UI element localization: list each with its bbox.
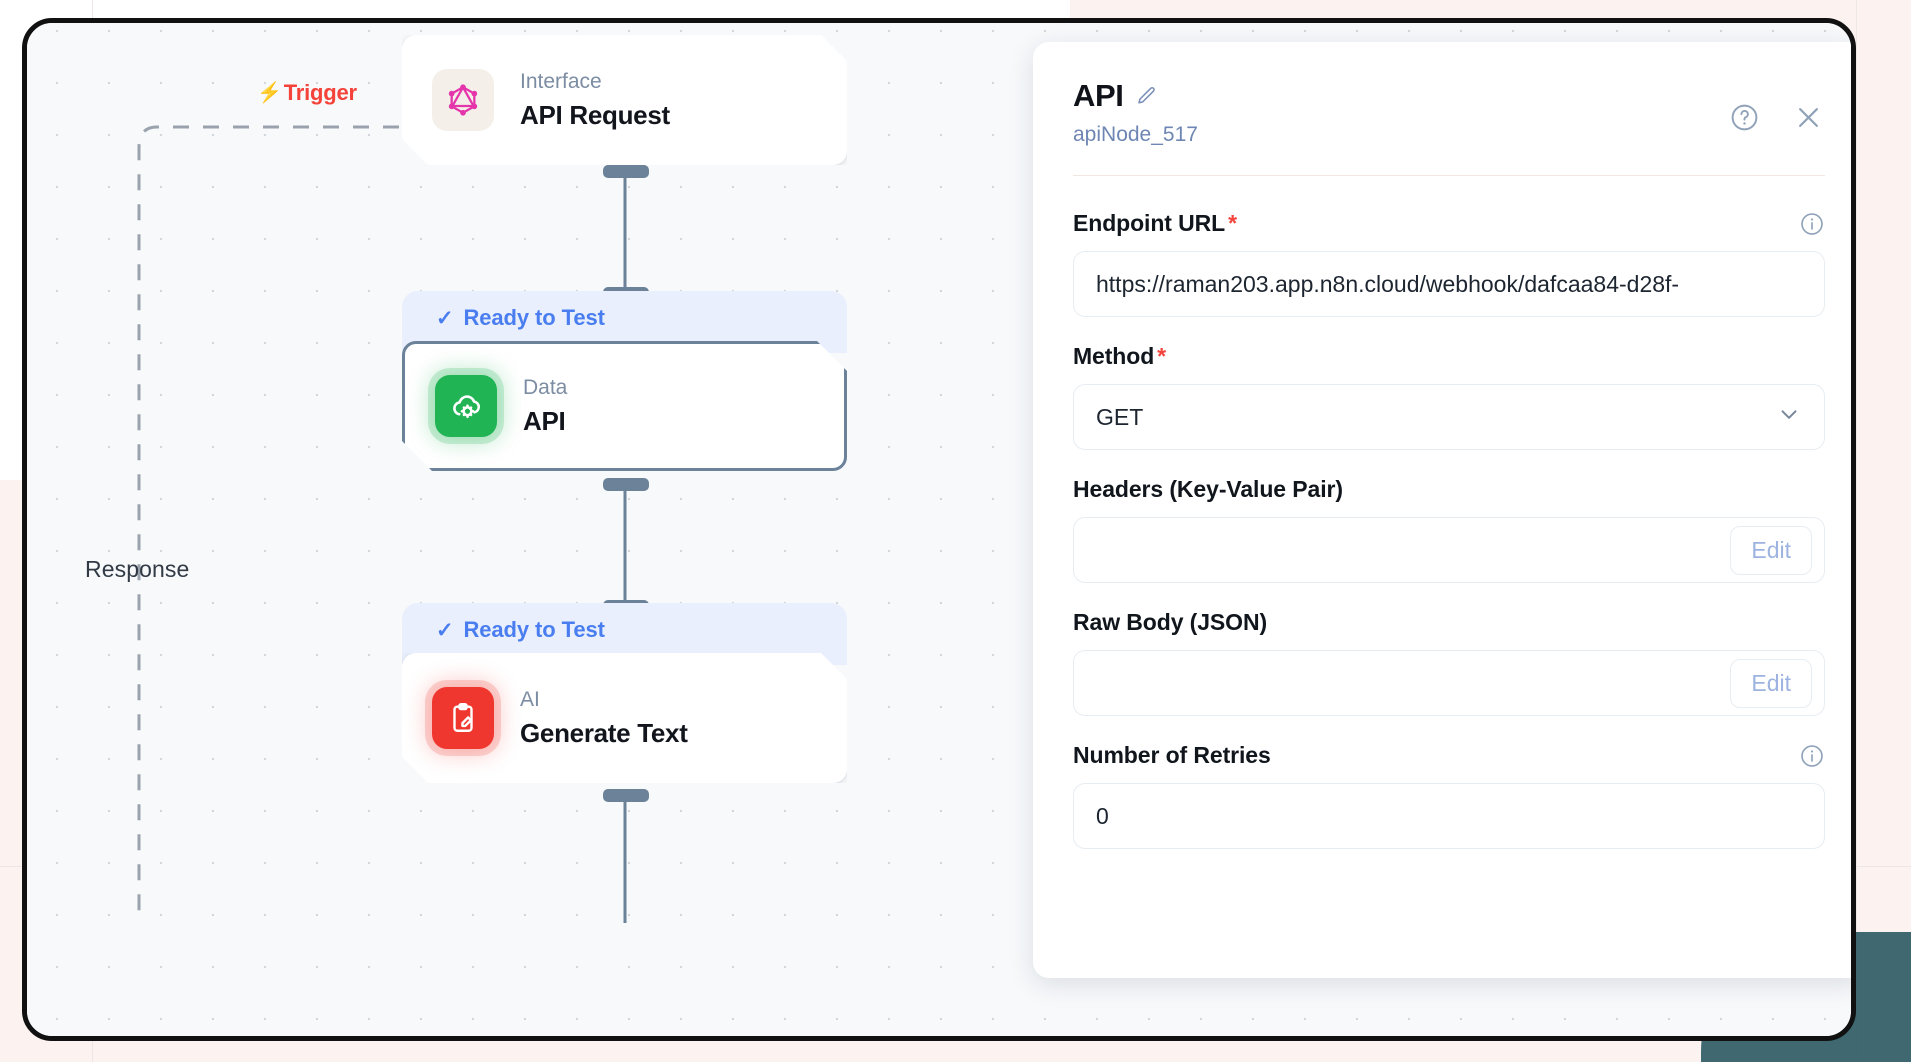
- method-label-text: Method: [1073, 343, 1155, 369]
- node-api[interactable]: ✓ Ready to Test Data API: [402, 291, 847, 471]
- required-marker: *: [1157, 343, 1167, 369]
- node-title-label: Generate Text: [520, 717, 688, 748]
- method-select[interactable]: GET: [1073, 384, 1825, 450]
- check-icon: ✓: [436, 306, 454, 330]
- lightning-bolt-icon: ⚡: [257, 82, 282, 104]
- clipboard-pencil-icon: [432, 687, 494, 749]
- field-endpoint-url: Endpoint URL* https://raman203.app.n8n.c…: [1073, 210, 1825, 317]
- node-status-text: Ready to Test: [463, 617, 605, 642]
- endpoint-url-label: Endpoint URL*: [1073, 210, 1237, 237]
- headers-label: Headers (Key-Value Pair): [1073, 476, 1343, 502]
- backdrop-divider-vertical-right: [1856, 0, 1857, 1062]
- check-icon: ✓: [436, 618, 454, 642]
- raw-body-edit-button[interactable]: Edit: [1730, 658, 1812, 708]
- method-label: Method*: [1073, 343, 1166, 370]
- panel-body: Endpoint URL* https://raman203.app.n8n.c…: [1073, 176, 1825, 849]
- raw-body-input[interactable]: Edit: [1073, 650, 1825, 716]
- node-text: Interface API Request: [520, 70, 670, 131]
- field-label-row: Number of Retries: [1073, 742, 1825, 769]
- panel-header-actions: [1727, 100, 1825, 134]
- panel-title-row: API: [1073, 78, 1825, 114]
- node-properties-panel: API apiNode_517: [1033, 42, 1851, 978]
- node-kind-label: AI: [520, 687, 540, 711]
- field-label-row: Endpoint URL*: [1073, 210, 1825, 237]
- field-retries: Number of Retries 0: [1073, 742, 1825, 849]
- close-icon[interactable]: [1791, 100, 1825, 134]
- info-icon[interactable]: [1799, 743, 1825, 769]
- info-icon[interactable]: [1799, 211, 1825, 237]
- raw-body-label: Raw Body (JSON): [1073, 609, 1268, 635]
- node-api-request[interactable]: Interface API Request: [402, 35, 847, 165]
- chevron-down-icon: [1776, 401, 1802, 433]
- node-generate-text[interactable]: ✓ Ready to Test AI Generate Text: [402, 603, 847, 783]
- field-label-row: Raw Body (JSON): [1073, 609, 1825, 636]
- node-title-label: API Request: [520, 99, 670, 130]
- backdrop-white-strip: [0, 0, 1070, 18]
- retries-input[interactable]: 0: [1073, 783, 1825, 849]
- field-headers: Headers (Key-Value Pair) Edit: [1073, 476, 1825, 583]
- node-card[interactable]: Data API: [402, 341, 847, 471]
- retries-label: Number of Retries: [1073, 742, 1271, 768]
- endpoint-url-label-text: Endpoint URL: [1073, 210, 1226, 236]
- node-id-label: apiNode_517: [1073, 123, 1198, 146]
- app-window-frame: ⚡ Trigger Response: [22, 18, 1856, 1041]
- method-selected-value: GET: [1096, 403, 1144, 430]
- endpoint-url-input[interactable]: https://raman203.app.n8n.cloud/webhook/d…: [1073, 251, 1825, 317]
- help-icon[interactable]: [1727, 100, 1761, 134]
- field-raw-body: Raw Body (JSON) Edit: [1073, 609, 1825, 716]
- cloud-gear-icon: [435, 375, 497, 437]
- panel-divider: [1073, 175, 1825, 176]
- headers-edit-button[interactable]: Edit: [1730, 525, 1812, 575]
- pencil-icon[interactable]: [1135, 85, 1157, 107]
- node-title-label: API: [523, 405, 566, 436]
- panel-header: API apiNode_517: [1073, 78, 1825, 147]
- node-text: Data API: [523, 376, 567, 437]
- headers-input[interactable]: Edit: [1073, 517, 1825, 583]
- node-text: AI Generate Text: [520, 688, 688, 749]
- node-card[interactable]: Interface API Request: [402, 35, 847, 165]
- trigger-label: ⚡ Trigger: [257, 80, 357, 106]
- graphql-icon: [432, 69, 494, 131]
- node-kind-label: Interface: [520, 69, 602, 93]
- page-title: API: [1073, 78, 1124, 113]
- field-method: Method* GET: [1073, 343, 1825, 450]
- field-label-row: Method*: [1073, 343, 1825, 370]
- required-marker: *: [1228, 210, 1237, 236]
- node-kind-label: Data: [523, 375, 568, 399]
- response-label: Response: [85, 556, 190, 582]
- node-card[interactable]: AI Generate Text: [402, 653, 847, 783]
- node-status-text: Ready to Test: [463, 305, 605, 330]
- field-label-row: Headers (Key-Value Pair): [1073, 476, 1825, 503]
- trigger-label-text: Trigger: [283, 80, 357, 105]
